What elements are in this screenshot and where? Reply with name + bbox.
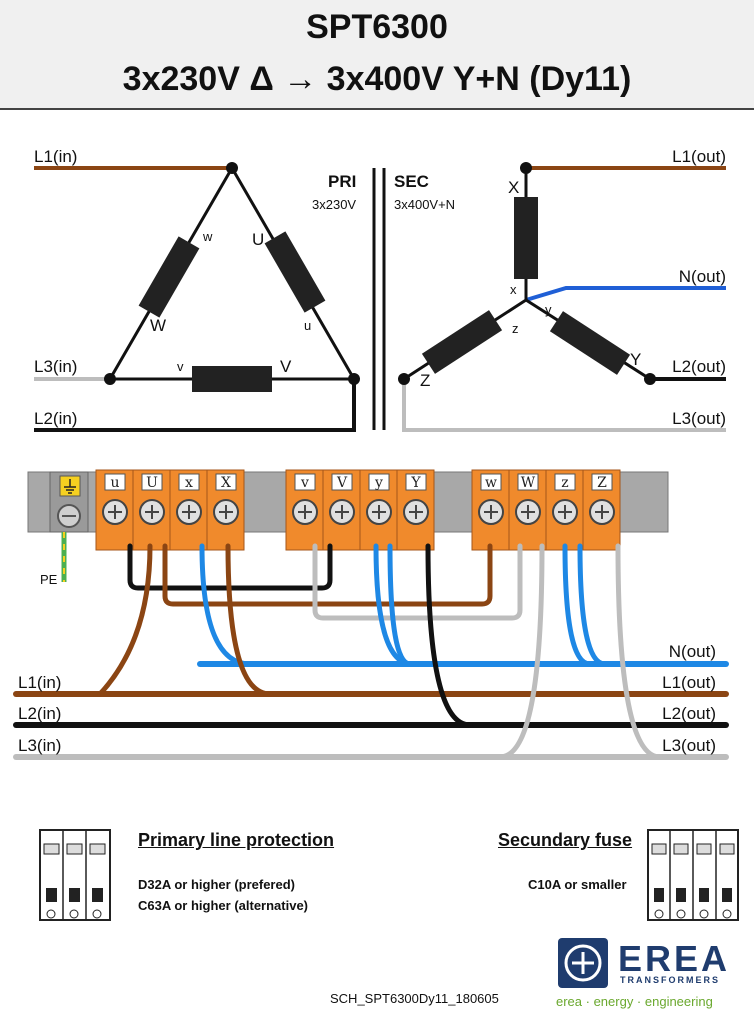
- wire-X-l1out: [225, 543, 273, 697]
- primary-voltage: 3x230V: [312, 197, 356, 212]
- primary-delta: w W U u v V L1(in) L3(in) L2(in): [34, 147, 360, 432]
- brand-subtitle: TRANSFORMERS: [620, 975, 720, 985]
- terminal-tag: [517, 473, 539, 491]
- wiring-right-label-n: N(out): [669, 642, 716, 661]
- terminal-label-w: w: [485, 475, 497, 491]
- secondary-fuse-icon: [647, 829, 739, 921]
- winding-x-lower-label: x: [510, 282, 517, 297]
- primary-breaker-icon: [39, 829, 111, 921]
- link-U-w: [162, 543, 493, 607]
- output-label-l2: L2(out): [672, 357, 726, 376]
- core-separator: PRI 3x230V SEC 3x400V+N: [312, 168, 455, 430]
- terminal-tag: [178, 473, 200, 491]
- link-V-W: [312, 543, 523, 621]
- terminal-tag: [331, 473, 353, 491]
- winding-v: [192, 366, 272, 392]
- wire-u-l1: [97, 543, 153, 697]
- model-title: SPT6300: [306, 8, 448, 46]
- primary-protection-note-1: D32A or higher (prefered): [138, 877, 295, 892]
- secondary-fuse-title: Secundary fuse: [498, 830, 633, 850]
- winding-z-outer-label: Z: [420, 371, 430, 390]
- n-out-line: [525, 286, 726, 302]
- input-label-l1: L1(in): [34, 147, 77, 166]
- winding-w-upper-label: w: [202, 229, 213, 244]
- winding-x: [514, 197, 538, 279]
- l3-out-line: [402, 379, 726, 432]
- wire-harness: [13, 543, 729, 760]
- terminal-label-Y: Y: [410, 475, 421, 491]
- winding-v-right-label: V: [280, 357, 292, 376]
- primary-heading: PRI: [328, 172, 356, 191]
- terminal-label-X: X: [221, 475, 231, 491]
- terminal-tag: [480, 473, 502, 491]
- wiring-labels: L1(in) L2(in) L3(in) N(out) L1(out) L2(o…: [18, 642, 716, 755]
- terminal-label-V: V: [336, 475, 348, 491]
- primary-protection-title: Primary line protection: [138, 830, 335, 850]
- winding-w-lower-label: W: [150, 316, 166, 335]
- output-label-l3: L3(out): [672, 409, 726, 428]
- terminal-label-y: y: [374, 475, 383, 491]
- winding-v-left-label: v: [177, 359, 184, 374]
- pe-label: PE: [40, 572, 58, 587]
- winding-y-outer-label: Y: [630, 350, 641, 369]
- title-banner: SPT6300 3x230V Δ → 3x400V Y+N (Dy11): [0, 0, 754, 110]
- wiring-left-label-l2: L2(in): [18, 704, 61, 723]
- terminal-label-W: W: [521, 475, 536, 491]
- secondary-star: X x y Y z Z L1(out) N(out) L2(out) L3(ou…: [398, 147, 726, 432]
- erea-logo-icon: [558, 938, 608, 988]
- wire-Z-l3out: [615, 543, 663, 760]
- terminal-label-u: u: [110, 475, 119, 491]
- terminal-tag: [294, 473, 316, 491]
- terminal-tag: [554, 473, 576, 491]
- terminal-label-U: U: [146, 475, 158, 491]
- terminal-tag: [405, 473, 427, 491]
- terminal-tag: [368, 473, 390, 491]
- wire-W-l3in: [497, 543, 545, 760]
- brand-slogan: erea · energy · engineering: [556, 994, 713, 1009]
- primary-protection-note-2: C63A or higher (alternative): [138, 898, 309, 913]
- l2-in-line: [34, 379, 356, 432]
- configuration-title: 3x230V Δ → 3x400V Y+N (Dy11): [122, 60, 632, 98]
- winding-z: [421, 310, 503, 374]
- winding-y-inner-label: y: [545, 302, 552, 317]
- winding-u-upper-label: U: [252, 230, 264, 249]
- brand-name: EREA: [618, 938, 731, 979]
- document-reference: SCH_SPT6300Dy11_180605: [330, 991, 499, 1006]
- secondary-heading: SEC: [394, 172, 429, 191]
- terminal-label-x: x: [185, 475, 193, 491]
- wiring-left-label-l3: L3(in): [18, 736, 61, 755]
- input-label-l3: L3(in): [34, 357, 77, 376]
- output-label-l1: L1(out): [672, 147, 726, 166]
- winding-u-lower-label: u: [304, 318, 311, 333]
- terminal-tag: [104, 473, 126, 491]
- wire-Y-l2out: [425, 543, 473, 728]
- secondary-fuse-note: C10A or smaller: [528, 877, 627, 892]
- terminal-tag: [141, 473, 163, 491]
- terminal-label-v: v: [300, 475, 309, 491]
- terminal-tag: [591, 473, 613, 491]
- wiring-right-label-l3: L3(out): [662, 736, 716, 755]
- wiring-right-label-l1: L1(out): [662, 673, 716, 692]
- output-label-n: N(out): [679, 267, 726, 286]
- terminal-tag: [215, 473, 237, 491]
- winding-z-inner-label: z: [512, 321, 519, 336]
- wiring-left-label-l1: L1(in): [18, 673, 61, 692]
- winding-y: [549, 311, 631, 375]
- wire-z-n: [562, 543, 593, 667]
- winding-x-upper-label: X: [508, 178, 519, 197]
- input-label-l2: L2(in): [34, 409, 77, 428]
- winding-u: [264, 231, 326, 313]
- winding-w: [138, 236, 200, 318]
- terminal-label-Z: Z: [597, 475, 607, 491]
- wiring-right-label-l2: L2(out): [662, 704, 716, 723]
- terminal-label-z: z: [561, 475, 568, 491]
- secondary-voltage: 3x400V+N: [394, 197, 455, 212]
